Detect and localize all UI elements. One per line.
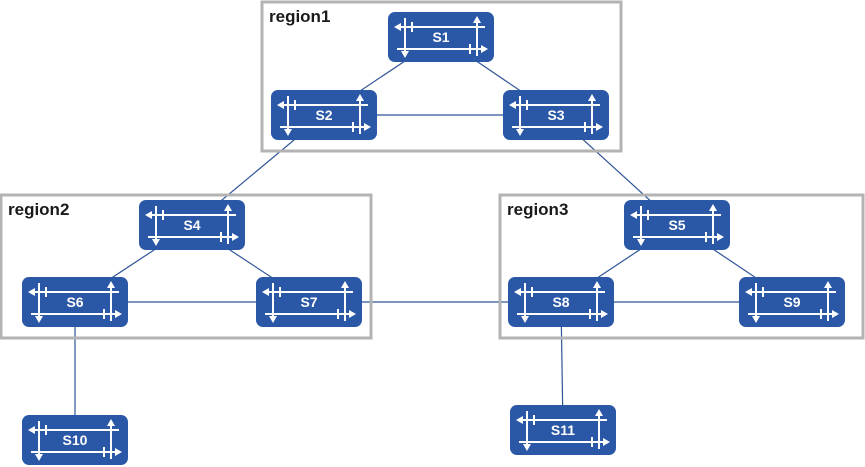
switch-s4[interactable]: S4 xyxy=(139,200,245,250)
switch-label: S6 xyxy=(66,294,83,310)
switch-s5[interactable]: S5 xyxy=(624,200,730,250)
switch-label: S9 xyxy=(783,294,800,310)
region3-box xyxy=(498,193,865,340)
region1-group: region1 xyxy=(260,0,623,153)
switch-icon xyxy=(509,94,603,136)
switch-label: S2 xyxy=(315,107,332,123)
switch-s3[interactable]: S3 xyxy=(503,90,609,140)
switch-icon xyxy=(28,281,122,323)
switch-s1[interactable]: S1 xyxy=(388,12,494,62)
switch-icon xyxy=(28,419,122,461)
region3-group: region3 xyxy=(498,193,865,340)
switch-icon xyxy=(516,409,610,451)
switch-s2[interactable]: S2 xyxy=(271,90,377,140)
switch-label: S7 xyxy=(300,294,317,310)
switch-icon xyxy=(745,281,839,323)
switch-s7[interactable]: S7 xyxy=(256,277,362,327)
switch-label: S10 xyxy=(63,432,88,448)
switch-s10[interactable]: S10 xyxy=(22,415,128,465)
region2-label: region2 xyxy=(8,200,69,219)
switch-icon xyxy=(277,94,371,136)
switch-icon xyxy=(514,281,608,323)
switch-s9[interactable]: S9 xyxy=(739,277,845,327)
switch-s6[interactable]: S6 xyxy=(22,277,128,327)
switch-label: S4 xyxy=(183,217,200,233)
region1-box xyxy=(260,0,623,153)
switch-s11[interactable]: S11 xyxy=(510,405,616,455)
switch-icon xyxy=(394,16,488,58)
regions-layer: region1 region2 region3 xyxy=(0,0,865,340)
switch-icon xyxy=(145,204,239,246)
region3-label: region3 xyxy=(507,200,568,219)
region2-group: region2 xyxy=(0,193,373,340)
switch-label: S3 xyxy=(547,107,564,123)
switch-label: S5 xyxy=(668,217,685,233)
switch-label: S11 xyxy=(551,422,575,438)
region2-box xyxy=(0,193,373,340)
switch-label: S1 xyxy=(432,29,449,45)
switch-icon xyxy=(262,281,356,323)
switch-s8[interactable]: S8 xyxy=(508,277,614,327)
region1-label: region1 xyxy=(269,7,330,26)
switch-label: S8 xyxy=(552,294,569,310)
switch-icon xyxy=(630,204,724,246)
